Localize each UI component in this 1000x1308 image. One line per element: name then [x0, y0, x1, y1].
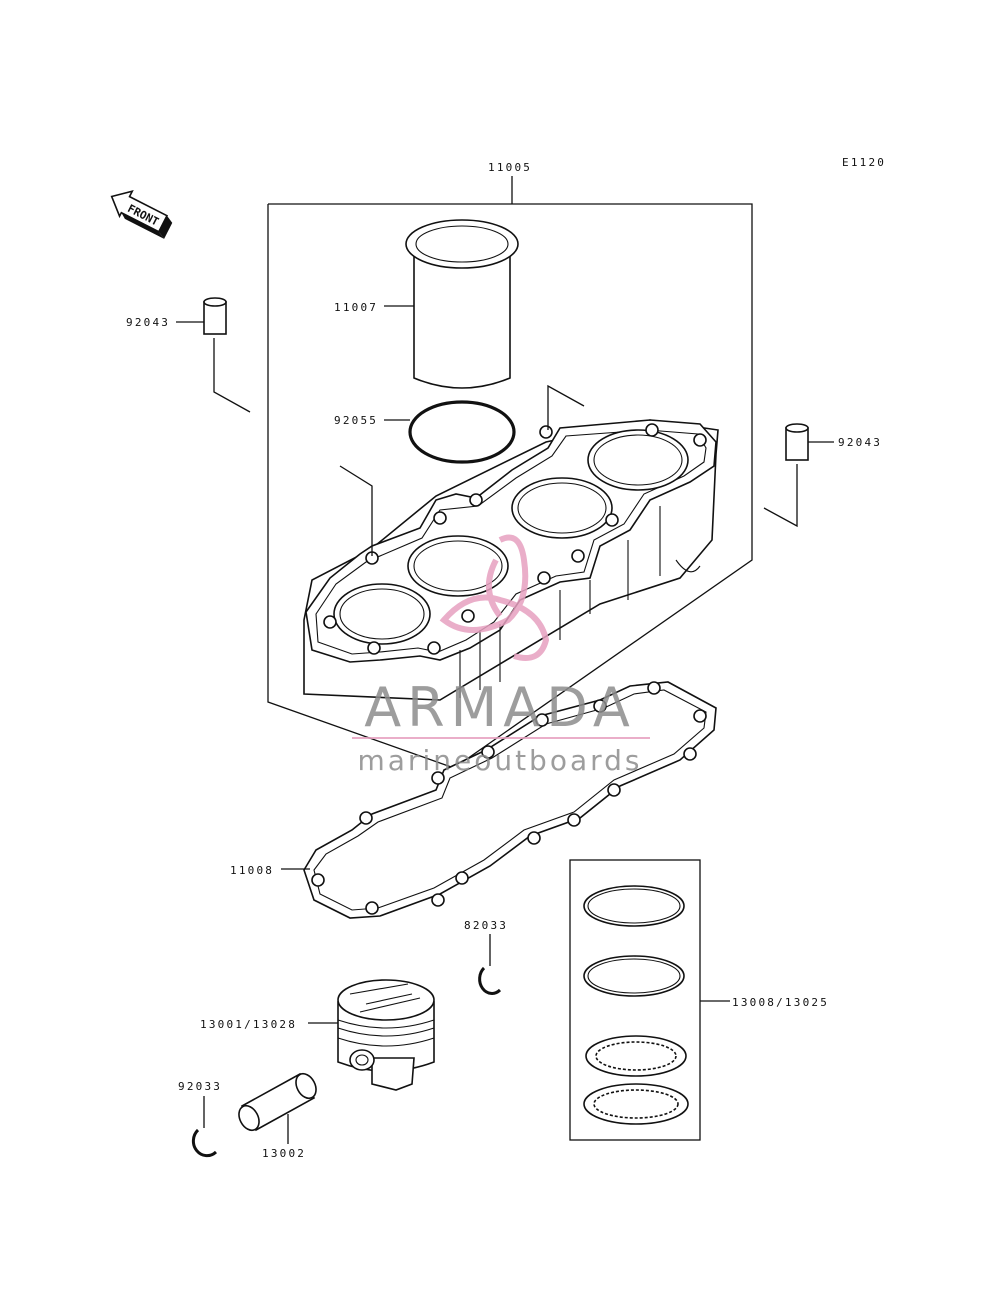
watermark: ARMADA marineoutboards [352, 534, 650, 777]
piston-rings-frame [569, 859, 701, 1141]
watermark-logo-icon [439, 534, 550, 661]
label-dowel-pin-left: 92043 [126, 316, 170, 329]
diagram-code: E1120 [842, 156, 886, 169]
base-gasket [303, 681, 717, 919]
dowel-pin-left [203, 297, 227, 335]
piston-pin [238, 1072, 317, 1132]
cylinder-block [303, 419, 719, 701]
label-dowel-pin-right: 92043 [838, 436, 882, 449]
dowel-pin-right [785, 423, 809, 461]
label-base-gasket: 11008 [230, 864, 274, 877]
watermark-tagline: marineoutboards [358, 744, 643, 777]
cylinder-block-frame [267, 203, 753, 769]
label-o-ring: 92055 [334, 414, 378, 427]
piston [337, 979, 435, 1091]
label-piston: 13001/13028 [200, 1018, 297, 1031]
cylinder-sleeve [405, 219, 519, 389]
label-circlip-upper: 82033 [464, 919, 508, 932]
label-cylinder-sleeve: 11007 [334, 301, 378, 314]
watermark-brand: ARMADA [364, 676, 636, 739]
label-circlip-lower: 92033 [178, 1080, 222, 1093]
piston-rings [583, 885, 689, 1125]
circlip-lower [191, 1128, 218, 1158]
label-cylinder-block: 11005 [488, 161, 532, 174]
o-ring [408, 400, 516, 464]
label-piston-pin: 13002 [262, 1147, 306, 1160]
front-arrow-icon: FRONT [110, 190, 173, 239]
circlip-upper [478, 966, 502, 995]
label-piston-rings: 13008/13025 [732, 996, 829, 1009]
